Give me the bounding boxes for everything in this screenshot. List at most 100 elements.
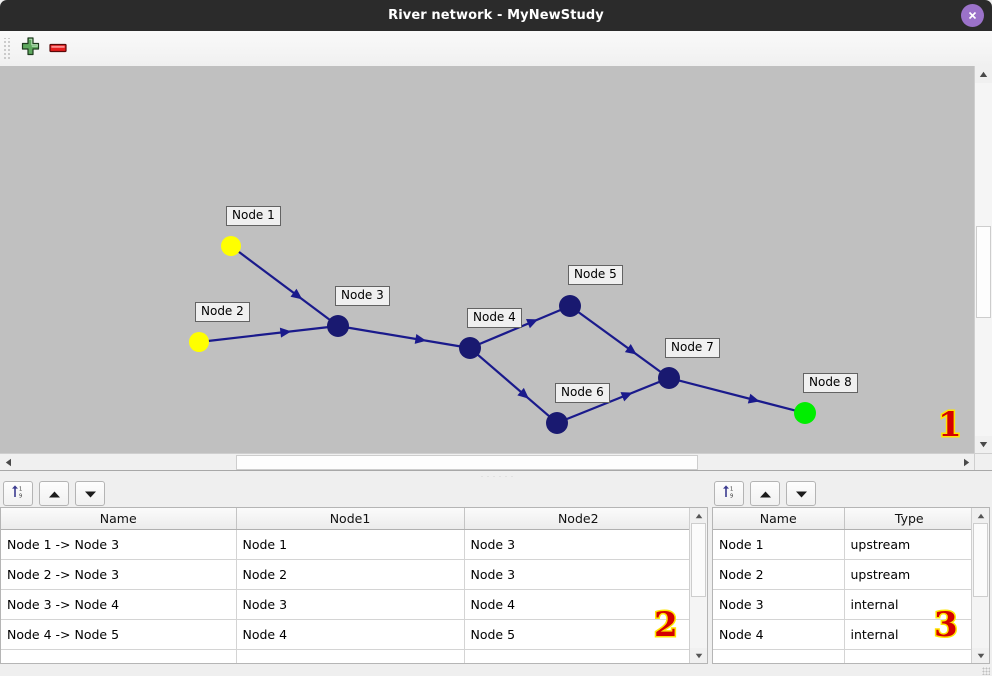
- table-cell[interactable]: Node 3 -> Node 4: [1, 589, 237, 620]
- table-cell[interactable]: Node 3: [464, 559, 690, 590]
- graph-edge-arrow: [517, 387, 529, 399]
- graph-node-label[interactable]: Node 6: [555, 383, 610, 403]
- nodes-scroll-thumb[interactable]: [973, 523, 988, 597]
- table-row-empty[interactable]: [1, 649, 690, 663]
- table-cell[interactable]: Node 5: [464, 619, 690, 650]
- graph-vertical-scrollbar[interactable]: [974, 66, 992, 453]
- add-node-button[interactable]: [16, 35, 44, 63]
- close-icon[interactable]: [961, 4, 984, 27]
- table-row-empty[interactable]: [713, 649, 972, 663]
- splitter-grip-icon: [479, 474, 513, 477]
- graph-node[interactable]: [559, 295, 581, 317]
- scrollbar-corner: [974, 453, 992, 471]
- graph-node-label[interactable]: Node 3: [335, 286, 390, 306]
- scroll-down-icon[interactable]: [975, 436, 992, 453]
- window-resize-grip[interactable]: [982, 667, 990, 675]
- table-cell[interactable]: Node 1 -> Node 3: [1, 529, 237, 560]
- sort-ascending-icon: 1 9: [722, 484, 737, 503]
- graph-edge-arrow: [290, 288, 303, 300]
- graph-node[interactable]: [546, 412, 568, 434]
- graph-hscroll-thumb[interactable]: [236, 455, 698, 470]
- table-cell[interactable]: Node 3: [236, 589, 465, 620]
- table-cell[interactable]: [844, 649, 972, 663]
- scroll-left-icon[interactable]: [0, 454, 17, 471]
- graph-node-label[interactable]: Node 8: [803, 373, 858, 393]
- graph-node[interactable]: [658, 367, 680, 389]
- table-cell[interactable]: [1, 649, 237, 663]
- toolbar-drag-handle[interactable]: [3, 37, 12, 60]
- table-cell[interactable]: Node 4: [236, 619, 465, 650]
- nodes-move-up-button[interactable]: [750, 480, 780, 506]
- graph-vscroll-thumb[interactable]: [976, 226, 991, 318]
- column-header[interactable]: Node1: [236, 508, 465, 530]
- table-cell[interactable]: Node 2: [713, 559, 845, 590]
- table-cell[interactable]: Node 2 -> Node 3: [1, 559, 237, 590]
- nodes-table-scrollbar[interactable]: [971, 508, 989, 663]
- column-header[interactable]: Type: [844, 508, 972, 530]
- graph-node[interactable]: [794, 402, 816, 424]
- graph-node-label[interactable]: Node 2: [195, 302, 250, 322]
- delete-node-button[interactable]: [44, 35, 72, 63]
- table-cell[interactable]: Node 4: [713, 619, 845, 650]
- table-cell[interactable]: Node 2: [236, 559, 465, 590]
- table-cell[interactable]: Node 3: [713, 589, 845, 620]
- graph-edge-arrow: [526, 319, 539, 329]
- table-cell[interactable]: [713, 649, 845, 663]
- table-cell[interactable]: [236, 649, 465, 663]
- graph-node[interactable]: [221, 236, 241, 256]
- graph-edge[interactable]: [207, 326, 329, 343]
- graph-node-label[interactable]: Node 4: [467, 308, 522, 328]
- graph-horizontal-scrollbar[interactable]: [0, 453, 975, 471]
- table-cell[interactable]: [464, 649, 690, 663]
- graph-node-label[interactable]: Node 7: [665, 338, 720, 358]
- network-graph-canvas[interactable]: Node 1 Node 2 Node 3 Node 4 Node 5 Node 6 Node…: [0, 66, 975, 453]
- graph-edge[interactable]: [476, 353, 551, 418]
- graph-node[interactable]: [327, 315, 349, 337]
- table-cell[interactable]: Node 4 -> Node 5: [1, 619, 237, 650]
- graph-edge[interactable]: [565, 380, 661, 421]
- table-cell[interactable]: Node 4: [464, 589, 690, 620]
- scroll-up-icon[interactable]: [972, 508, 989, 523]
- scroll-right-icon[interactable]: [958, 454, 975, 471]
- table-cell[interactable]: Node 3: [464, 529, 690, 560]
- nodes-sort-button[interactable]: 1 9: [714, 480, 744, 506]
- graph-node-label[interactable]: Node 5: [568, 265, 623, 285]
- links-move-up-button[interactable]: [39, 480, 69, 506]
- graph-node[interactable]: [459, 337, 481, 359]
- scroll-down-icon[interactable]: [972, 648, 989, 663]
- links-table-scrollbar[interactable]: [689, 508, 707, 663]
- table-cell[interactable]: upstream: [844, 559, 972, 590]
- scroll-up-icon[interactable]: [690, 508, 707, 523]
- graph-edge[interactable]: [577, 310, 662, 374]
- panel-splitter[interactable]: [0, 470, 992, 480]
- column-header[interactable]: Name: [1, 508, 237, 530]
- links-scroll-thumb[interactable]: [691, 523, 706, 597]
- graph-edge[interactable]: [678, 379, 796, 412]
- links-move-down-button[interactable]: [75, 480, 105, 506]
- table-cell[interactable]: internal: [844, 619, 972, 650]
- column-header[interactable]: Node2: [464, 508, 690, 530]
- nodes-move-down-button[interactable]: [786, 480, 816, 506]
- table-cell[interactable]: Node 1: [713, 529, 845, 560]
- table-cell[interactable]: Node 1: [236, 529, 465, 560]
- scroll-down-icon[interactable]: [690, 648, 707, 663]
- graph-edge[interactable]: [347, 326, 461, 348]
- column-header[interactable]: Name: [713, 508, 845, 530]
- links-sort-button[interactable]: 1 9: [3, 480, 33, 506]
- graph-node-label[interactable]: Node 1: [226, 206, 281, 226]
- graph-node[interactable]: [189, 332, 209, 352]
- table-cell[interactable]: internal: [844, 589, 972, 620]
- graph-edge[interactable]: [237, 250, 331, 321]
- table-cell[interactable]: upstream: [844, 529, 972, 560]
- scroll-up-icon[interactable]: [975, 66, 992, 83]
